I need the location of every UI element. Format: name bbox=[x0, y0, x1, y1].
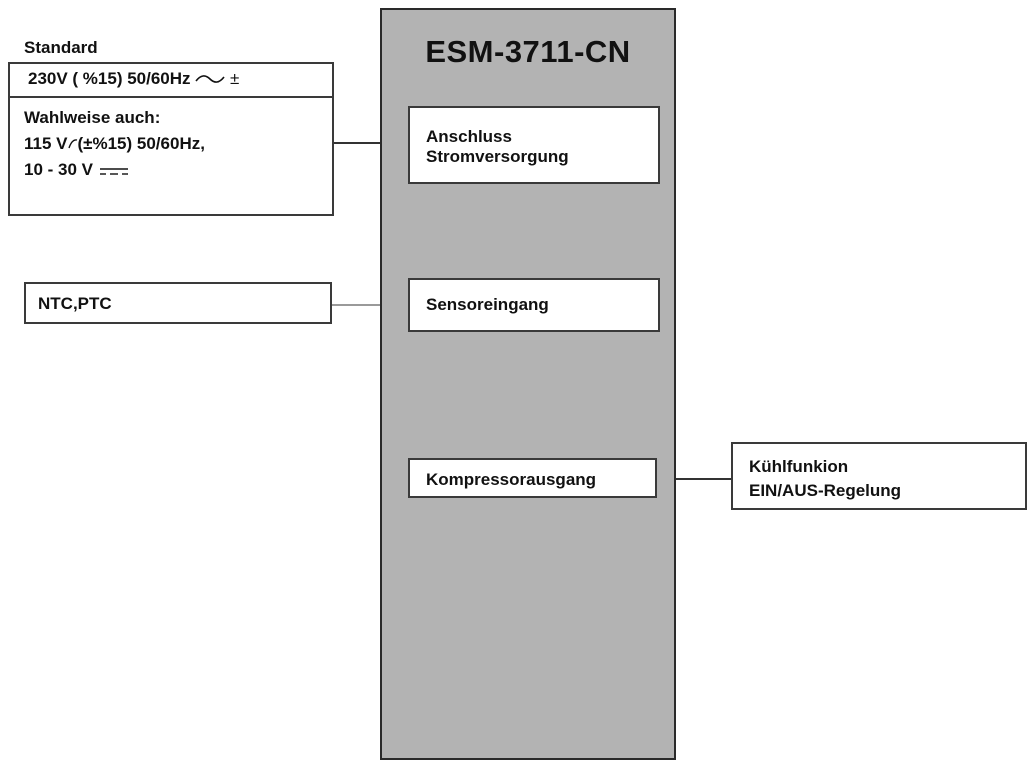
optional-ac-prefix: 115 V bbox=[24, 134, 68, 153]
supply-heading: Standard bbox=[24, 38, 98, 57]
compressor-block-label: Kompressorausgang bbox=[426, 470, 597, 489]
optional-ac-voltage: 115 V (±%15) 50/60Hz, bbox=[24, 134, 205, 154]
standard-voltage-label: 230V ( %15) 50/60Hz bbox=[28, 69, 191, 88]
ac-wave-icon bbox=[195, 75, 225, 83]
output-function-box: Kühlfunkion EIN/AUS-Regelung bbox=[731, 442, 1027, 510]
sensor-input-block: Sensoreingang bbox=[408, 278, 660, 332]
power-connector-line bbox=[332, 142, 408, 144]
sensor-block-label: Sensoreingang bbox=[426, 295, 549, 314]
standard-voltage-row: 230V ( %15) 50/60Hz ± bbox=[10, 64, 332, 98]
power-block-line-1: Anschluss bbox=[426, 127, 512, 146]
output-function-line-1: Kühlfunkion bbox=[749, 457, 849, 476]
output-function-line-2: EIN/AUS-Regelung bbox=[749, 481, 902, 500]
optional-dc-label: 10 - 30 V bbox=[24, 160, 93, 179]
sensor-type-label: NTC,PTC bbox=[38, 294, 112, 313]
dc-symbol-icon bbox=[99, 168, 128, 175]
esm-module: ESM-3711-CN Anschluss Stromversorgung Se… bbox=[380, 8, 676, 760]
sensor-connector-line bbox=[330, 304, 408, 306]
output-connector-line bbox=[655, 478, 733, 480]
optional-ac-suffix: (±%15) 50/60Hz, bbox=[77, 134, 205, 153]
sensor-type-box: NTC,PTC bbox=[24, 282, 332, 324]
optional-heading: Wahlweise auch: bbox=[24, 108, 161, 127]
module-title: ESM-3711-CN bbox=[425, 34, 631, 69]
compressor-output-block: Kompressorausgang bbox=[408, 458, 657, 498]
power-block-line-2: Stromversorgung bbox=[426, 147, 569, 166]
plus-minus-symbol: ± bbox=[230, 69, 240, 88]
optional-dc-voltage: 10 - 30 V bbox=[24, 160, 130, 180]
power-supply-box: 230V ( %15) 50/60Hz ± Wahlweise auch: 11… bbox=[8, 62, 334, 216]
power-connection-block: Anschluss Stromversorgung bbox=[408, 106, 660, 184]
ac-wave-icon bbox=[67, 139, 77, 149]
